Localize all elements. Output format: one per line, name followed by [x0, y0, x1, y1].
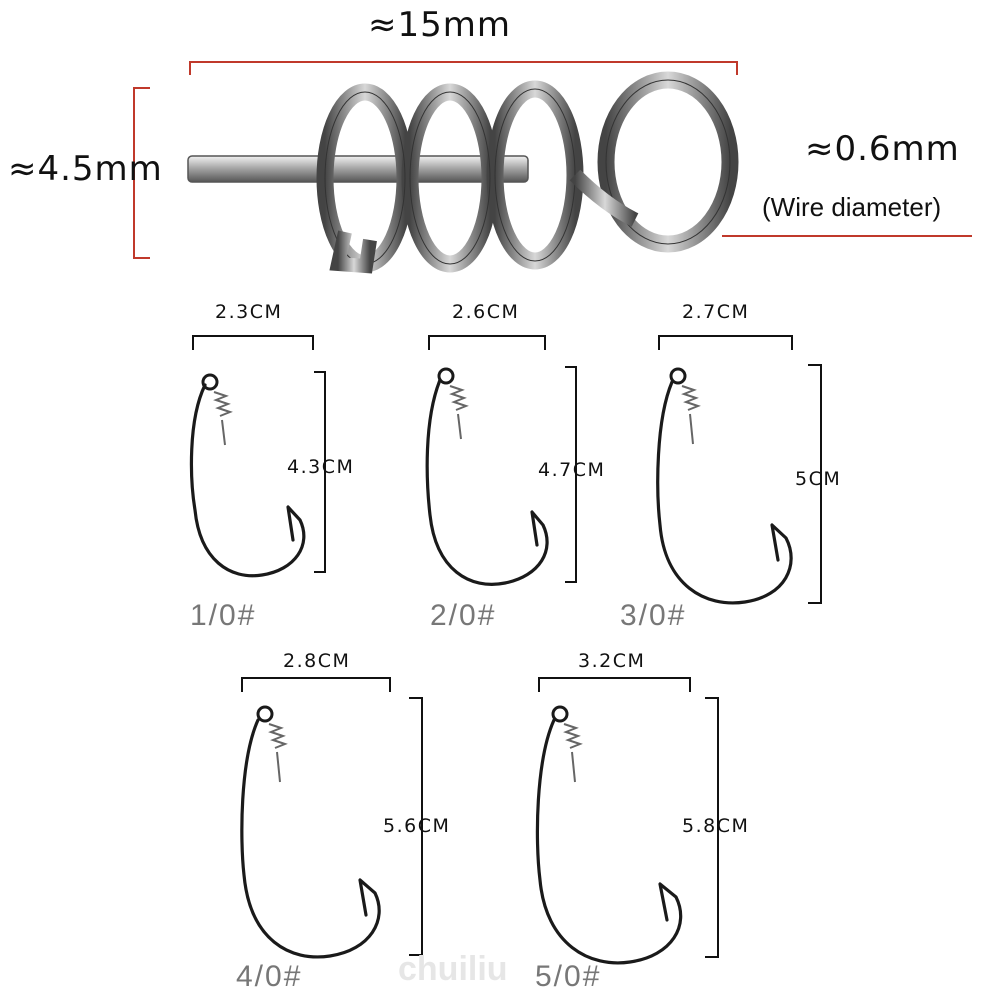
wire-diameter-label: ≈0.6mm — [805, 129, 960, 169]
hook-size-label: 5/0# — [535, 960, 601, 993]
hook-width-label: 2.3CM — [215, 301, 282, 323]
hook-height-label: 4.3CM — [287, 456, 354, 478]
hook-width-label: 2.6CM — [452, 301, 519, 323]
hook-2-0: 2.6CM 4.7CM 2/0# — [425, 301, 605, 632]
spring-insert — [213, 391, 233, 446]
height-bracket — [565, 366, 577, 583]
hook-height-label: 4.7CM — [538, 459, 605, 481]
hook-width-label: 3.2CM — [578, 650, 645, 672]
width-bracket — [428, 335, 546, 350]
width-bracket — [192, 335, 314, 350]
spring-insert — [563, 723, 583, 783]
height-bracket — [808, 364, 822, 604]
hook-height-label: 5CM — [795, 468, 841, 490]
length-dimension-line — [189, 61, 738, 75]
hook-size-label: 4/0# — [236, 960, 302, 993]
spring-illustration: ≈15mm ≈4.5mm ≈0.6mm (Wire diameter) — [8, 5, 972, 274]
hook-4-0: 2.8CM 5.6CM 4/0# — [236, 650, 450, 993]
hook-height-label: 5.8CM — [682, 815, 749, 837]
height-label: ≈4.5mm — [8, 149, 163, 189]
hook-height-label: 5.6CM — [383, 815, 450, 837]
length-label: ≈15mm — [368, 5, 511, 45]
hook-5-0: 3.2CM 5.8CM 5/0# — [535, 650, 749, 993]
hook-size-label: 1/0# — [190, 599, 256, 632]
hook-size-label: 3/0# — [620, 599, 686, 632]
hook-size-label: 2/0# — [430, 599, 496, 632]
spring-coils — [316, 71, 739, 274]
hook-shape — [425, 378, 549, 586]
spring-pin — [187, 155, 529, 183]
hook-shape — [189, 383, 306, 578]
width-bracket — [241, 677, 391, 692]
hook-shape — [656, 380, 793, 605]
height-bracket — [314, 371, 326, 573]
spring-insert — [268, 723, 288, 783]
hook-3-0: 2.7CM 5CM 3/0# — [620, 301, 841, 632]
width-bracket — [658, 335, 793, 350]
width-bracket — [538, 677, 691, 692]
hook-shape — [240, 718, 381, 959]
hook-width-label: 2.7CM — [682, 301, 749, 323]
spring-insert — [681, 385, 701, 445]
wire-diameter-note: (Wire diameter) — [762, 192, 941, 222]
height-dimension-line — [133, 87, 150, 259]
watermark: chuiliu — [398, 950, 508, 988]
hook-width-label: 2.8CM — [283, 650, 350, 672]
spring-insert — [449, 385, 469, 440]
hook-1-0: 2.3CM 4.3CM 1/0# — [189, 301, 354, 632]
height-bracket — [705, 697, 719, 958]
hook-shape — [535, 718, 683, 965]
height-bracket — [409, 697, 423, 956]
